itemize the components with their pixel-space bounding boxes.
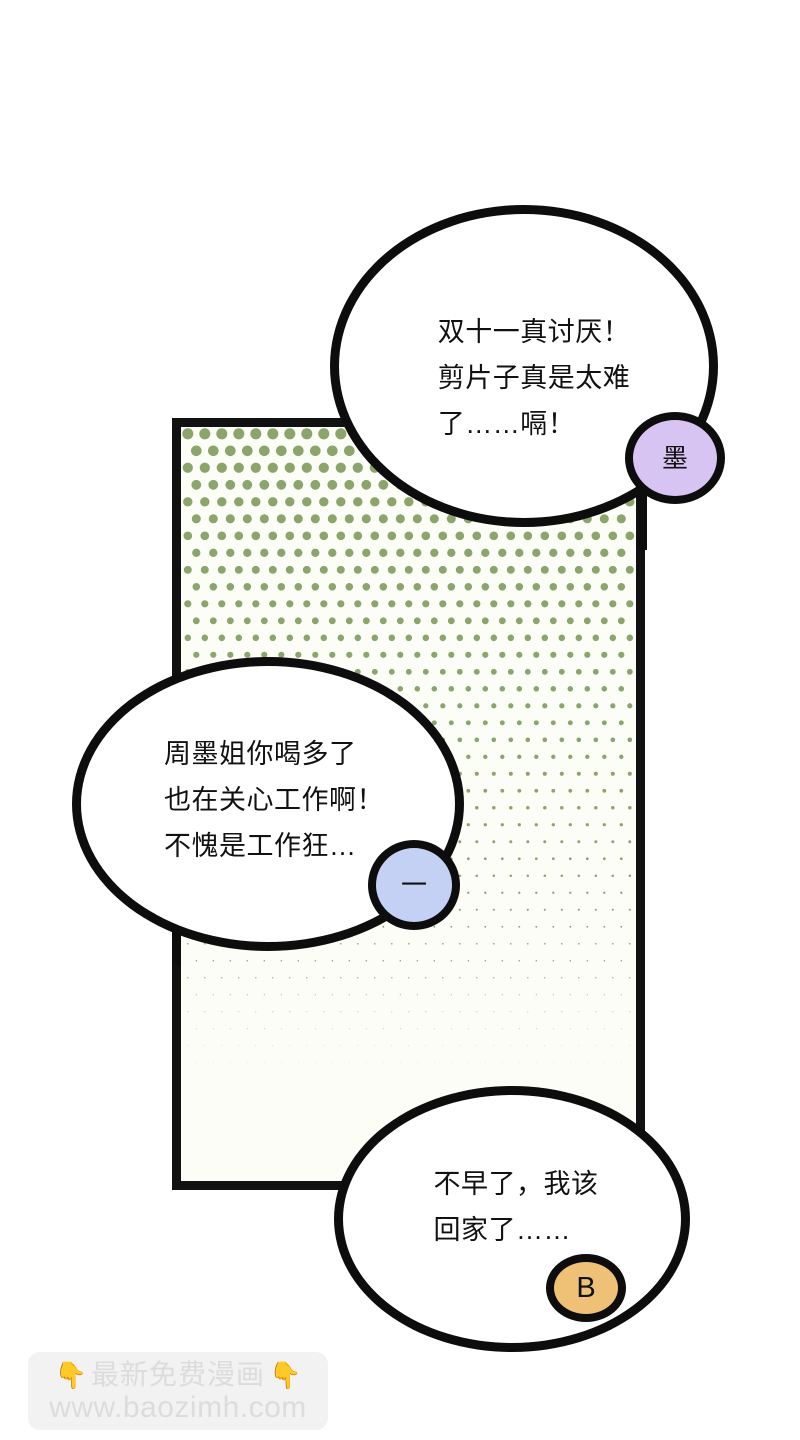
speaker-badge-mo-label: 墨 [661, 443, 688, 473]
speech-bubble-2-text: 周墨姐你喝多了 也在关心工作啊！ 不愧是工作狂… [164, 739, 384, 861]
pointing-down-hand-icon-right: 👇 [269, 1360, 302, 1390]
site-watermark: 👇 最新免费漫画 👇 www.baozimh.com [28, 1352, 328, 1430]
speaker-badge-b: B [546, 1254, 626, 1322]
speaker-badge-b-label: B [576, 1271, 596, 1304]
watermark-tagline: 最新免费漫画 [90, 1359, 265, 1390]
bubble-tail-top [638, 470, 647, 550]
watermark-url: www.baozimh.com [49, 1391, 307, 1424]
speaker-badge-mo: 墨 [625, 412, 725, 504]
speech-bubble-1-text: 双十一真讨厌！ 剪片子真是太难 了……嗝！ [437, 317, 631, 439]
speaker-badge-yi-label: 一 [400, 870, 427, 900]
pointing-down-hand-icon-left: 👇 [54, 1360, 87, 1390]
bubble-tail-middle [172, 905, 181, 965]
speech-bubble-3: 不早了，我该 回家了…… [334, 1086, 690, 1352]
watermark-tagline-row: 👇 最新免费漫画 👇 [55, 1357, 302, 1393]
speaker-badge-yi: 一 [368, 840, 460, 930]
speech-bubble-3-text: 不早了，我该 回家了…… [433, 1169, 599, 1245]
